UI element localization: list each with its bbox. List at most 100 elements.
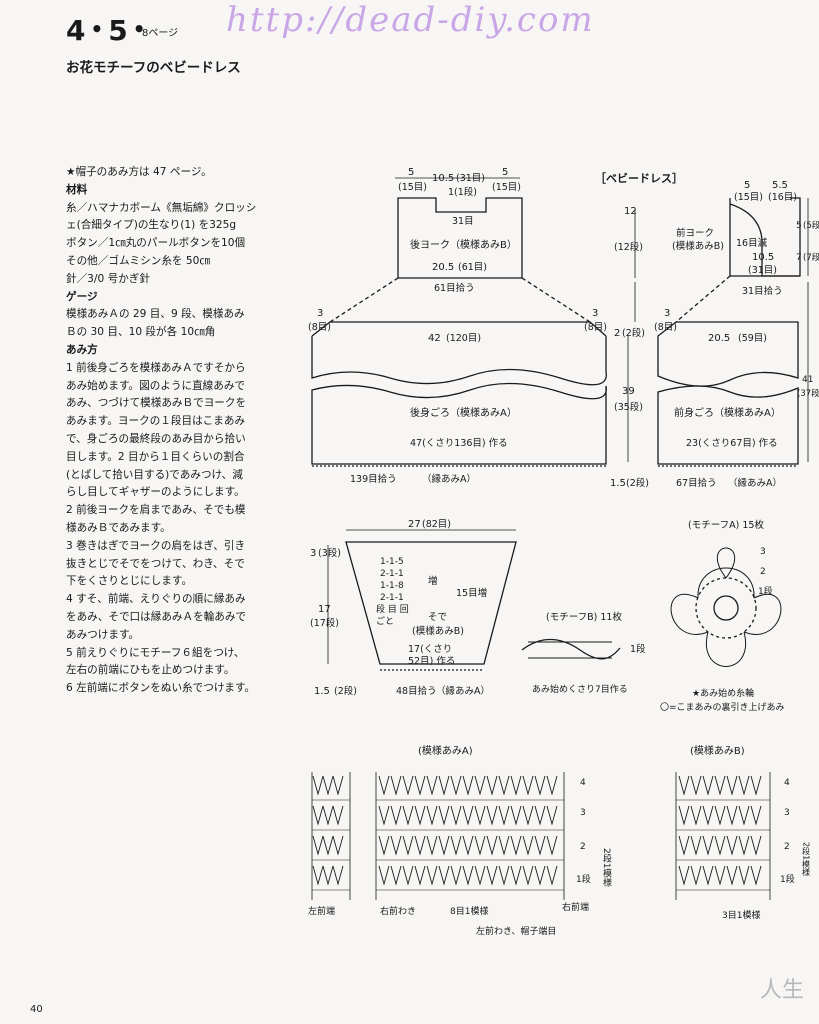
body-label: 前身ごろ（模様あみA） <box>674 406 781 419</box>
pattern-b-stitch <box>702 835 714 856</box>
pattern-b-stitch <box>690 835 702 856</box>
front-gather-lines <box>675 275 731 323</box>
motif-a-row: 1段 <box>758 585 773 597</box>
pattern-a-stitch <box>534 835 546 856</box>
back-yoke-shape <box>397 197 523 279</box>
motif-a-legend: ★あみ始め糸輪 <box>692 687 754 699</box>
instruction-line: 糸／ハマナカボーム《無垢綿》クロッシ <box>66 201 257 214</box>
instruction-line: 目します。2 目から１目くらいの割合 <box>66 450 245 463</box>
pattern-b-stitch <box>702 805 714 826</box>
page-title: お花モチーフのベビードレス <box>66 60 241 76</box>
dim-label: ごと <box>376 615 394 627</box>
instruction-line: 6 左前端にボタンをぬい糸でつけます。 <box>66 682 256 695</box>
pattern-b-stitch <box>678 805 690 826</box>
instruction-line: ★帽子のあみ方は 47 ページ。 <box>66 166 212 178</box>
pattern-a-stitch <box>390 805 402 826</box>
instruction-line: で、身ごろの最終段のあみ目から拾い <box>66 432 246 445</box>
pattern-a-stitch <box>546 775 558 796</box>
dim-label: 42 <box>428 333 441 344</box>
dim-label: 31目 <box>452 216 474 227</box>
dim-label: 段 目 回 <box>376 603 409 615</box>
pattern-a-stitch <box>438 835 450 856</box>
dim-label: 17(くさり <box>408 644 452 655</box>
pattern-a-stitch <box>438 775 450 796</box>
instruction-line: 模様あみＡの 29 目、9 段、模様あみ <box>66 308 245 321</box>
dim-label: (模様あみB) <box>412 625 464 637</box>
dim-label: 41 <box>802 375 813 385</box>
pattern-a-stitch <box>510 805 522 826</box>
pattern-a-stitch <box>546 835 558 856</box>
instruction-line: あみ始めます。図のように直線あみで <box>66 379 246 392</box>
motif-b-start: あみ始めくさり7目作る <box>532 683 628 695</box>
motif-b-rows <box>528 641 612 659</box>
dim-label: 5 <box>502 167 508 178</box>
dim-label: 1.5 <box>314 686 330 697</box>
pattern-a-stitch <box>498 865 510 886</box>
dim-label: 10.5 <box>432 173 454 184</box>
pattern-b-repeat: 2段1模様 <box>802 842 811 876</box>
pattern-a-stitch <box>402 865 414 886</box>
pattern-b-title: (模様あみB) <box>690 744 745 757</box>
instruction-line: 抜きとじでそでをつけて、わき、そで <box>66 557 245 570</box>
instruction-line: ェ(合細タイプ)の生なり(1) を325g <box>66 219 237 232</box>
dim-label: (16目) <box>768 192 797 203</box>
pattern-a-edge-stitch <box>332 865 344 886</box>
pattern-a-edge: 右前端 <box>562 901 589 913</box>
instruction-line: 下をくさりとじにします。 <box>66 575 193 588</box>
pattern-a-stitch <box>438 865 450 886</box>
instruction-heading: ゲージ <box>66 290 98 303</box>
pattern-a-stitch <box>534 805 546 826</box>
pattern-a-stitch <box>378 835 390 856</box>
pattern-b-stitch <box>678 835 690 856</box>
front-body-lower <box>657 385 799 465</box>
pattern-a-stitch <box>498 835 510 856</box>
pattern-a-edge: 右前わき <box>380 905 416 917</box>
pattern-a-stitch <box>426 835 438 856</box>
pattern-a-stitch <box>510 865 522 886</box>
pattern-a-stitch <box>498 805 510 826</box>
pattern-b-stitch <box>714 835 726 856</box>
increase-row: 2-1-1 <box>380 593 404 603</box>
pattern-a-chart <box>311 772 565 900</box>
pattern-b-stitch <box>738 835 750 856</box>
pattern-a-title: (模様あみA) <box>418 744 473 757</box>
pattern-b-stitch <box>750 835 762 856</box>
dim-label: 3 <box>317 308 323 319</box>
dim-label: 3 <box>310 548 316 559</box>
pattern-a-stitch <box>390 835 402 856</box>
motif-a-row: 3 <box>760 547 766 557</box>
instruction-line: あみ、つづけて模様あみＢでヨークを <box>66 397 247 410</box>
pattern-b-repeat: 3目1模様 <box>722 909 760 921</box>
instruction-heading: 材料 <box>66 183 88 196</box>
dim-label: (12段) <box>614 241 643 253</box>
instruction-line: 3 巻きはぎでヨークの肩をはぎ、引き <box>66 539 246 552</box>
instruction-line: ボタン／1㎝丸のパールボタンを10個 <box>66 237 246 250</box>
dim-label: 48目拾う <box>396 685 437 697</box>
yoke-label: 前ヨーク <box>676 227 714 239</box>
pattern-a-stitch <box>474 775 486 796</box>
pattern-a-edge-stitch <box>312 865 324 886</box>
pattern-a-stitch <box>462 805 474 826</box>
pattern-a-stitch <box>498 775 510 796</box>
pattern-b-stitch <box>738 865 750 886</box>
pattern-a-stitch <box>486 865 498 886</box>
pattern-a-stitch <box>522 805 534 826</box>
dim-label: 20.5 <box>432 262 454 273</box>
pattern-b-row: 2 <box>784 842 790 852</box>
dim-label: 10.5 <box>752 252 774 263</box>
pattern-a-stitch <box>378 865 390 886</box>
pattern-a-stitch <box>426 805 438 826</box>
instruction-line: Ｂの 30 目、10 段が各 10㎝角 <box>66 326 216 339</box>
dim-label: そで <box>428 612 447 623</box>
dim-label: 27 <box>408 519 421 530</box>
instruction-line: 5 前えりぐりにモチーフ６組をつけ、 <box>66 646 245 659</box>
dim-back-vertical <box>627 210 636 462</box>
instruction-line: 左右の前端にひもを止めつけます。 <box>66 664 235 677</box>
pattern-b-stitch <box>702 775 714 796</box>
pattern-a-edge-stitch <box>322 775 334 796</box>
pattern-a-edge-stitch <box>332 775 344 796</box>
dim-label: （縁あみA） <box>422 473 476 485</box>
instruction-line: あみつけます。 <box>66 628 140 641</box>
pattern-a-stitch <box>414 865 426 886</box>
pattern-a-stitch <box>450 865 462 886</box>
